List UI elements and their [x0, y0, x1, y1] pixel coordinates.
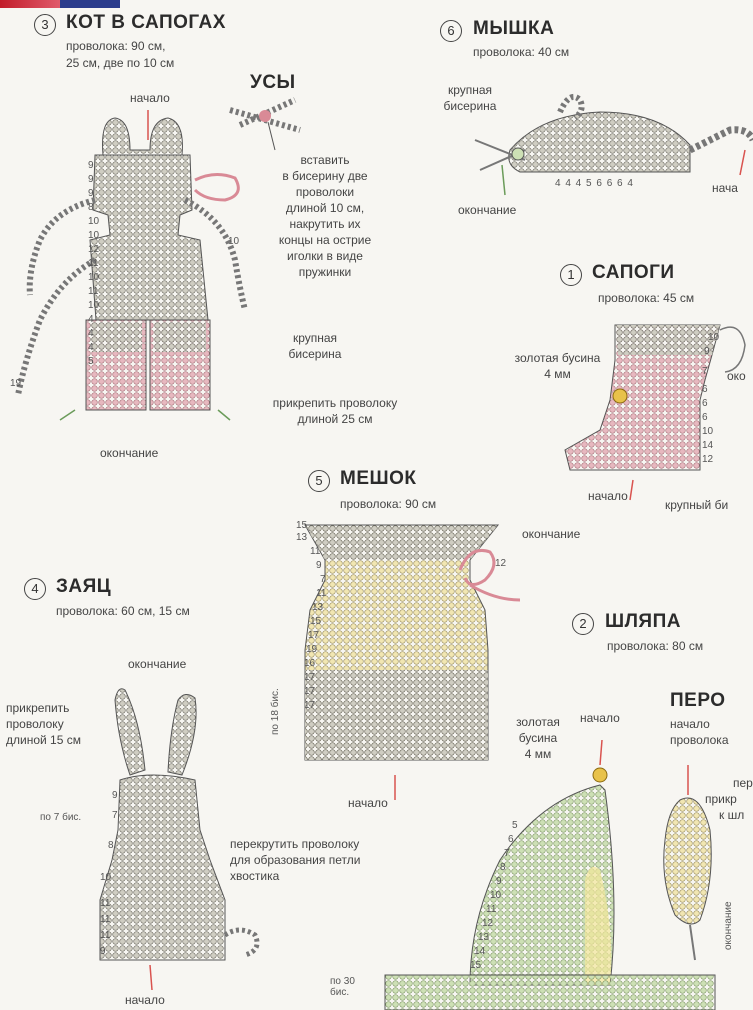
cat-figure — [18, 110, 245, 420]
feather-title: ПЕРО — [670, 690, 726, 712]
boots-number: 1 — [560, 264, 582, 286]
hat-start-label: начало — [580, 710, 620, 726]
cat-end-label: окончание — [100, 445, 158, 461]
hare-tail-label: перекрутить проволоку для образования пе… — [230, 836, 410, 884]
sack-figure — [305, 525, 520, 800]
whiskers-title: УСЫ — [250, 72, 296, 94]
feather-end-label: окончание — [723, 901, 734, 950]
mouse-bead-label: крупная бисерина — [430, 82, 510, 114]
cat-attach-label: прикрепить проволоку длиной 25 см — [240, 395, 430, 427]
cat-num-10: 10 — [228, 236, 239, 247]
sack-tie-count: 12 — [495, 558, 506, 569]
sack-end-label: окончание — [522, 526, 580, 542]
boots-wire: проволока: 45 см — [598, 290, 694, 306]
hare-number: 4 — [24, 578, 46, 600]
sack-title: МЕШОК — [340, 468, 416, 490]
mouse-end-label: окончание — [458, 202, 516, 218]
feather-attach-label: пер прикр к шл — [705, 775, 753, 823]
boots-title: САПОГИ — [592, 262, 675, 284]
cat-bead-label: крупная бисерина — [275, 330, 355, 362]
mouse-title: МЫШКА — [473, 18, 554, 40]
hare-attach-label: прикрепить проволоку длиной 15 см — [6, 700, 116, 748]
boots-start-label: начало — [588, 488, 628, 504]
hare-title: ЗАЯЦ — [56, 576, 111, 598]
cat-title: КОТ В САПОГАХ — [66, 12, 226, 34]
cat-number: 3 — [34, 14, 56, 36]
mouse-start-label: нача — [712, 180, 738, 196]
hat-brim-label: по 30 бис. — [330, 976, 380, 998]
boots-end-label: око — [727, 368, 746, 384]
hare-ears-label: по 7 бис. — [40, 812, 81, 823]
mouse-number: 6 — [440, 20, 462, 42]
cat-start-label: начало — [130, 90, 170, 106]
hare-end-label: окончание — [128, 656, 186, 672]
whiskers-figure — [230, 100, 300, 150]
boots-bead-label: крупный би — [665, 497, 728, 513]
feather-sub-label: начало проволока — [670, 716, 753, 748]
sack-side-label: по 18 бис. — [270, 688, 281, 735]
hat-wire: проволока: 80 см — [607, 638, 703, 654]
hat-title: ШЛЯПА — [605, 611, 681, 633]
boots-gold-label: золотая бусина 4 мм — [505, 350, 610, 382]
hat-number: 2 — [572, 613, 594, 635]
sack-number: 5 — [308, 470, 330, 492]
mouse-wire: проволока: 40 см — [473, 44, 569, 60]
hare-wire: проволока: 60 см, 15 см — [56, 603, 190, 619]
whiskers-note: вставить в бисерину две проволоки длиной… — [255, 152, 395, 280]
sack-wire: проволока: 90 см — [340, 496, 436, 512]
cat-num-19: 19 — [10, 378, 21, 389]
hare-start-label: начало — [125, 992, 165, 1008]
hat-gold-label: золотая бусина 4 мм — [498, 714, 578, 762]
cat-wire-1: проволока: 90 см, — [66, 38, 165, 54]
cat-wire-2: 25 см, две по 10 см — [66, 55, 174, 71]
sack-start-label: начало — [348, 795, 388, 811]
mouse-row-counts: 4 4 4 5 6 6 6 4 — [555, 178, 634, 189]
